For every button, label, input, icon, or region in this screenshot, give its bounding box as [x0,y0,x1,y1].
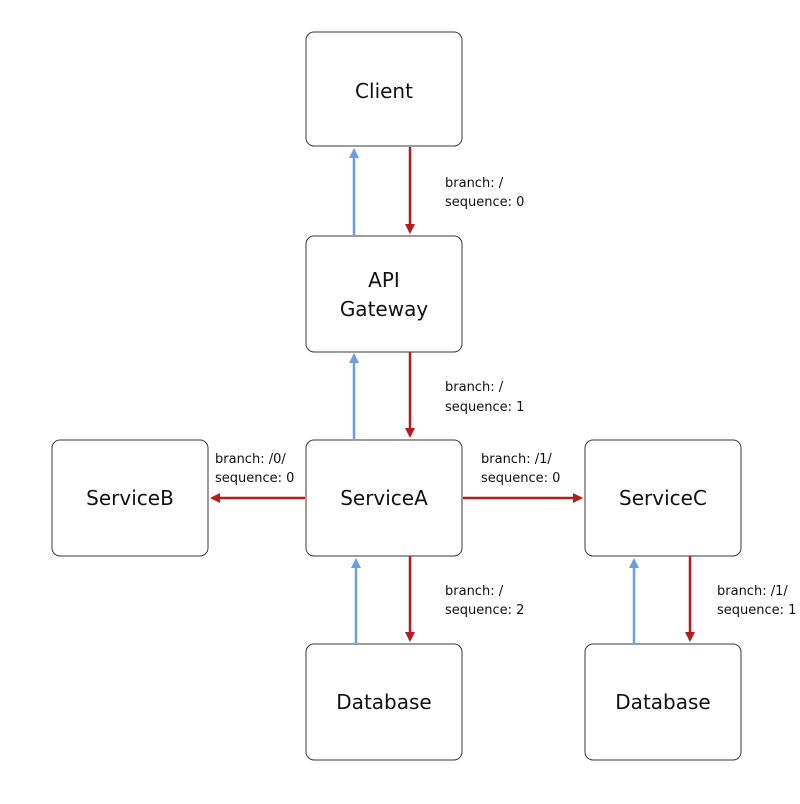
label-servicec-database-branch: branch: /1/ [717,584,788,599]
node-service-a-label: ServiceA [340,486,428,510]
label-servicec-database-sequence: sequence: 1 [717,603,796,618]
label-servicea-servicec-sequence: sequence: 0 [481,471,560,486]
node-service-c-label: ServiceC [619,486,707,510]
label-servicea-database: branch: / sequence: 2 [445,584,524,618]
label-gateway-servicea: branch: / sequence: 1 [445,380,524,415]
node-database-c-label: Database [615,690,710,714]
label-servicea-database-sequence: sequence: 2 [445,603,524,618]
node-service-b-label: ServiceB [86,486,174,510]
node-api-gateway-label-line1: API [368,268,400,292]
label-servicea-serviceb-sequence: sequence: 0 [215,471,294,486]
node-api-gateway-label-line2: Gateway [340,297,429,321]
label-servicea-serviceb-branch: branch: /0/ [215,452,286,467]
label-servicea-database-branch: branch: / [445,584,504,599]
node-client-label: Client [355,79,413,103]
node-database-c: Database [584,643,742,761]
label-servicea-servicec: branch: /1/ sequence: 0 [481,452,560,486]
node-database-a: Database [305,643,463,761]
label-gateway-servicea-branch: branch: / [445,380,504,395]
node-service-b: ServiceB [51,439,209,557]
label-client-gateway: branch: / sequence: 0 [445,176,524,210]
node-client: Client [305,31,463,147]
label-servicec-database: branch: /1/ sequence: 1 [717,584,796,618]
label-gateway-servicea-sequence: sequence: 1 [445,400,524,415]
label-client-gateway-sequence: sequence: 0 [445,195,524,210]
node-service-a: ServiceA [305,439,463,557]
label-servicea-serviceb: branch: /0/ sequence: 0 [215,452,294,486]
node-database-a-label: Database [336,690,431,714]
node-api-gateway: API Gateway [305,235,463,353]
label-client-gateway-branch: branch: / [445,176,504,191]
label-servicea-servicec-branch: branch: /1/ [481,452,552,467]
node-service-c: ServiceC [584,439,742,557]
